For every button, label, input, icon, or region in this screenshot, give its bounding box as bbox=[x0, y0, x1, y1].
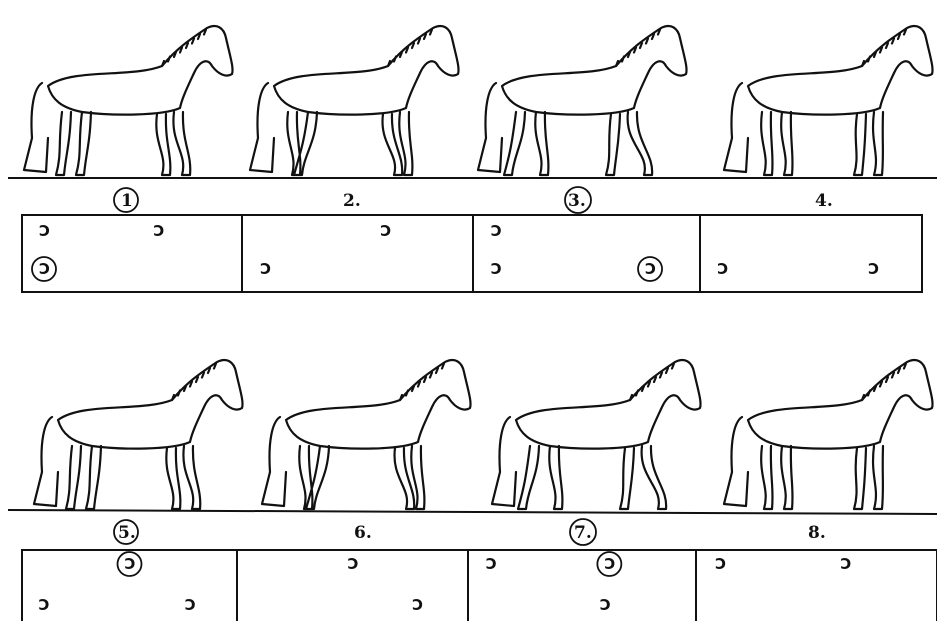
svg-text:Ↄ: Ↄ bbox=[39, 222, 50, 240]
svg-text:Ↄ: Ↄ bbox=[125, 555, 136, 573]
horse-figure-7 bbox=[492, 360, 701, 509]
hoofprint-mark: Ↄ bbox=[412, 596, 423, 614]
hoofprint-mark: Ↄ bbox=[491, 260, 502, 278]
frame-label-3: 3. bbox=[568, 191, 586, 211]
frame-label-5: 5. bbox=[118, 523, 136, 543]
horse-figure-3 bbox=[478, 26, 687, 175]
frame-labels-row-1: 1 2. 3. 4. bbox=[114, 187, 833, 213]
hoofprint-mark: Ↄ bbox=[118, 552, 142, 576]
svg-text:Ↄ: Ↄ bbox=[604, 555, 615, 573]
hoofprint-mark: Ↄ bbox=[39, 596, 50, 614]
svg-text:Ↄ: Ↄ bbox=[840, 555, 851, 573]
footprint-strip-row-2 bbox=[22, 550, 937, 621]
svg-text:Ↄ: Ↄ bbox=[412, 596, 423, 614]
frame-label-7: 7. bbox=[574, 523, 592, 543]
hoofprint-mark: Ↄ bbox=[840, 555, 851, 573]
hoofprint-mark: Ↄ bbox=[715, 555, 726, 573]
svg-text:Ↄ: Ↄ bbox=[185, 596, 196, 614]
svg-text:Ↄ: Ↄ bbox=[868, 260, 879, 278]
hoofprint-mark: Ↄ bbox=[868, 260, 879, 278]
svg-text:Ↄ: Ↄ bbox=[380, 222, 391, 240]
hoofprint-mark: Ↄ bbox=[185, 596, 196, 614]
hoofprint-mark: Ↄ bbox=[153, 222, 164, 240]
svg-text:Ↄ: Ↄ bbox=[348, 555, 359, 573]
svg-text:Ↄ: Ↄ bbox=[491, 222, 502, 240]
horse-figure-5 bbox=[34, 360, 243, 509]
horse-figure-1 bbox=[24, 26, 233, 175]
svg-text:Ↄ: Ↄ bbox=[491, 260, 502, 278]
svg-text:Ↄ: Ↄ bbox=[153, 222, 164, 240]
svg-text:Ↄ: Ↄ bbox=[260, 260, 271, 278]
hoofprint-mark: Ↄ bbox=[491, 222, 502, 240]
svg-text:Ↄ: Ↄ bbox=[486, 555, 497, 573]
svg-text:Ↄ: Ↄ bbox=[715, 555, 726, 573]
svg-text:Ↄ: Ↄ bbox=[645, 260, 656, 278]
frame-label-6: 6. bbox=[354, 523, 372, 543]
hoofprint-mark: Ↄ bbox=[39, 222, 50, 240]
hoofprint-mark: Ↄ bbox=[597, 552, 621, 576]
frame-label-1: 1 bbox=[121, 191, 133, 211]
frame-label-8: 8. bbox=[808, 523, 826, 543]
hoofprint-mark: Ↄ bbox=[638, 257, 662, 281]
horse-figure-4 bbox=[724, 26, 933, 175]
hoofprint-mark: Ↄ bbox=[380, 222, 391, 240]
hoofprint-mark: Ↄ bbox=[600, 596, 611, 614]
hoofprint-mark: Ↄ bbox=[32, 257, 56, 281]
svg-text:Ↄ: Ↄ bbox=[39, 260, 50, 278]
svg-text:Ↄ: Ↄ bbox=[600, 596, 611, 614]
frame-label-2: 2. bbox=[343, 191, 361, 211]
hoofprint-mark: Ↄ bbox=[717, 260, 728, 278]
svg-text:Ↄ: Ↄ bbox=[717, 260, 728, 278]
svg-text:Ↄ: Ↄ bbox=[39, 596, 50, 614]
ground-line-row-2 bbox=[8, 510, 937, 514]
horse-figure-6 bbox=[262, 360, 471, 509]
frame-label-4: 4. bbox=[815, 191, 833, 211]
horse-figure-2 bbox=[250, 26, 459, 175]
hoofprint-mark: Ↄ bbox=[348, 555, 359, 573]
frame-labels-row-2: 5. 6. 7. 8. bbox=[114, 519, 826, 545]
horse-figures bbox=[24, 26, 933, 509]
hoofprint-mark: Ↄ bbox=[260, 260, 271, 278]
horse-figure-8 bbox=[724, 360, 933, 509]
hoofprint-mark: Ↄ bbox=[486, 555, 497, 573]
